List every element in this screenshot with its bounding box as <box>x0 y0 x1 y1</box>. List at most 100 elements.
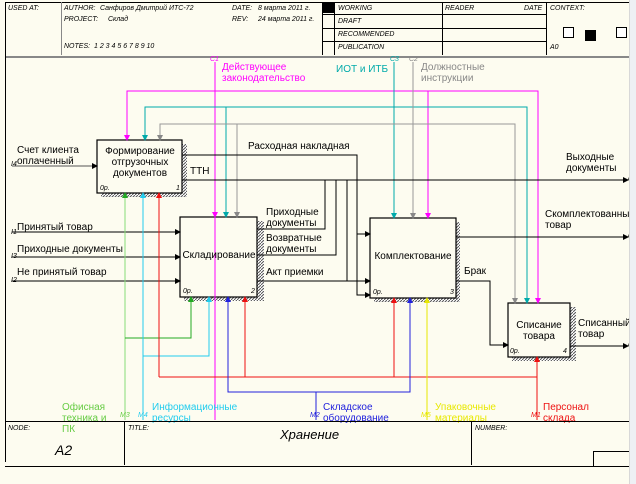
rev-label: REV: <box>232 16 249 23</box>
box-2-cost: 0р. <box>183 288 193 295</box>
mechanism-label-m1: Персонал склада <box>543 402 589 424</box>
context-box[interactable] <box>616 27 627 38</box>
output-label-vykhodnye: Выходные документы <box>566 152 617 174</box>
control-c1-to-box4 <box>428 90 541 304</box>
input-label-i3: Приходные документы <box>17 244 123 255</box>
arrow-label-vozvratnye: Возвратные документы <box>266 233 322 255</box>
input-code-i3: I3 <box>11 253 17 260</box>
node-value: A2 <box>55 442 73 458</box>
arrow-label-brak: Брак <box>464 266 487 277</box>
mechanism-m4-to-box2 <box>143 296 212 357</box>
status-working: WORKING <box>338 5 373 12</box>
used-at-label: USED AT: <box>8 5 39 12</box>
output-label-skomplektovanny: Скомплектованный товар <box>545 209 636 231</box>
box-3-cost: 0р. <box>373 289 383 296</box>
mechanism-code-m5: M5 <box>421 412 431 419</box>
footer-divider <box>471 421 472 465</box>
project-value: Склад <box>108 16 129 23</box>
box-4-cost: 0р. <box>510 348 520 355</box>
box-1-label[interactable]: Формирование отгрузочных документов <box>105 146 175 179</box>
control-c3-to-box1 <box>142 106 394 141</box>
vertical-scrollbar[interactable] <box>629 0 636 484</box>
author-value: Санфиров Дмитрий ИТС-72 <box>100 5 194 12</box>
box-3 <box>369 217 457 299</box>
frame-left-border <box>5 2 6 462</box>
box-2-label[interactable]: Складирование <box>182 250 256 261</box>
input-code-i2: I2 <box>11 277 17 284</box>
input-code-i1: I1 <box>11 229 17 236</box>
status-recommended: RECOMMENDED <box>338 31 395 38</box>
box-3-number: 3 <box>450 289 454 296</box>
status-publication: PUBLICATION <box>338 44 385 51</box>
input-label-i4: Счет клиента оплаченный <box>17 145 79 167</box>
input-label-i1: Принятый товар <box>17 222 93 233</box>
control-label-c2: Должностные инструкции <box>421 62 485 84</box>
mechanism-m3-to-box2 <box>125 296 194 339</box>
date-value: 8 марта 2011 г. <box>258 5 311 12</box>
mechanism-code-m2: M2 <box>310 412 320 419</box>
mechanism-label-m5: Упаковочные материалы <box>435 402 496 424</box>
reader-label: READER <box>445 5 475 12</box>
arrow-label-ttn: ТТН <box>190 166 210 177</box>
arrow-label-rashodnaya: Расходная накладная <box>248 141 350 152</box>
author-label: AUTHOR: <box>64 5 96 12</box>
diagram-title: Хранение <box>280 427 340 442</box>
project-label: PROJECT: <box>64 16 99 23</box>
box-1-number: 1 <box>176 185 180 192</box>
control-c2-to-box1 <box>157 123 413 141</box>
box-4-number: 4 <box>563 348 567 355</box>
control-c2-to-box4 <box>413 123 518 304</box>
arrow-prikhodnye <box>257 180 326 230</box>
context-node: A0 <box>550 44 559 51</box>
diagram-footer <box>5 421 631 467</box>
context-label: CONTEXT: <box>550 5 585 12</box>
input-code-i4: I4 <box>11 161 17 168</box>
status-row-line <box>322 28 546 29</box>
output-label-spisanny: Списанный товар <box>578 318 631 340</box>
number-box <box>593 451 634 466</box>
control-label-c3: ИОТ и ИТБ <box>336 64 389 75</box>
arrow-label-akt: Акт приемки <box>266 267 324 278</box>
notes-value: 1 2 3 4 5 6 7 8 9 10 <box>94 43 155 50</box>
box-1-cost: 0р. <box>100 185 110 192</box>
input-label-i2: Не принятый товар <box>17 267 107 278</box>
mechanism-code-m1: M1 <box>531 412 541 419</box>
mechanism-code-m3: M3 <box>120 412 130 419</box>
context-divider <box>546 2 547 55</box>
mechanism-label-m3: Офисная техника и ПК <box>62 402 107 435</box>
arrow-label-prikhodnye: Приходные документы <box>266 207 319 229</box>
control-label-c1: Действующее законодательство <box>222 62 306 84</box>
control-code-c2: C2 <box>409 56 418 63</box>
mechanism-code-m4: M4 <box>138 412 148 419</box>
header-divider <box>61 2 62 55</box>
status-draft: DRAFT <box>338 18 362 25</box>
context-box[interactable] <box>563 27 574 38</box>
rev-value: 24 марта 2011 г. <box>258 16 315 23</box>
box-3-label[interactable]: Комплектование <box>374 251 452 262</box>
box-4-label[interactable]: Списание товара <box>516 320 562 342</box>
number-label: NUMBER: <box>475 425 508 432</box>
date-label: DATE: <box>232 5 253 12</box>
mechanism-m2-to-box3 <box>316 297 413 393</box>
control-c3-to-box4 <box>394 106 530 304</box>
diagram-header <box>5 2 631 58</box>
footer-divider <box>124 421 125 465</box>
control-code-c1: C1 <box>210 56 219 63</box>
reader-date-label: DATE <box>524 5 543 12</box>
notes-label: NOTES: <box>64 43 91 50</box>
status-row-line <box>322 14 546 15</box>
status-row-line <box>322 41 546 42</box>
control-code-c3: C3 <box>390 56 399 63</box>
mechanism-m2-to-box2 <box>225 296 317 420</box>
working-status-marker <box>323 3 334 13</box>
node-label: NODE: <box>8 425 31 432</box>
arrow-to-box3-input <box>356 180 371 237</box>
box-2-number: 2 <box>251 288 255 295</box>
context-box-current[interactable] <box>585 30 596 41</box>
arrow-vozvratnye <box>257 180 337 256</box>
title-label: TITLE: <box>128 425 150 432</box>
arrow-brak <box>456 280 509 348</box>
mechanism-label-m4: Информационные ресурсы <box>152 402 238 424</box>
control-c1-to-box1 <box>124 90 215 141</box>
